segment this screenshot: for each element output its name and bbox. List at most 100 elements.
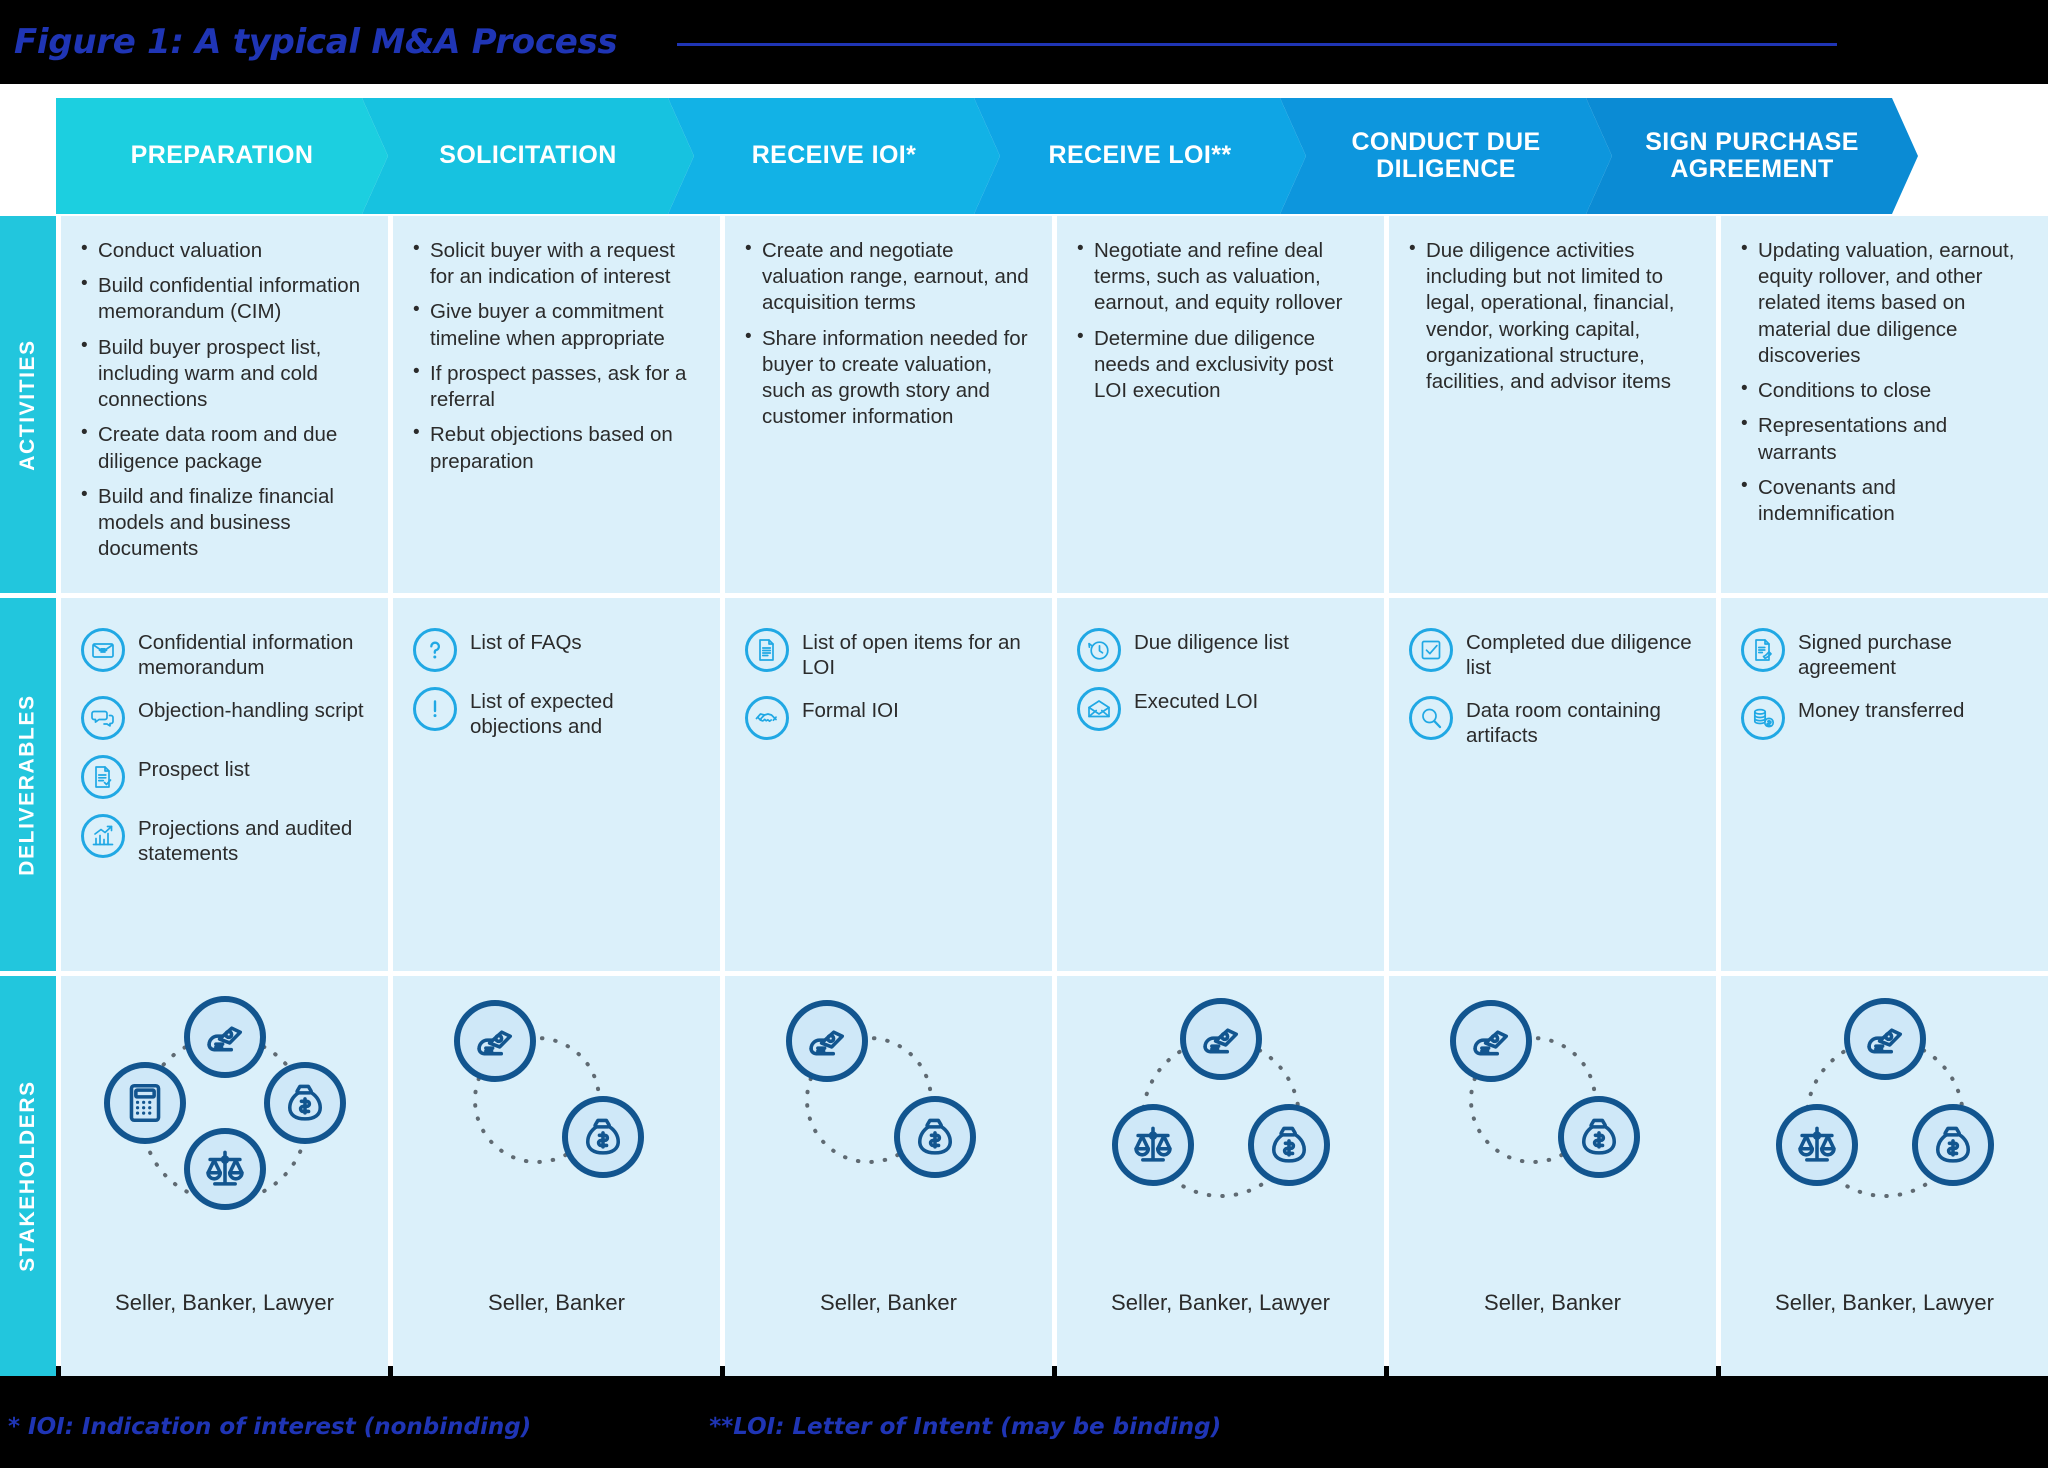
document-check-icon — [95, 765, 112, 788]
money-bag-icon — [1271, 1126, 1306, 1163]
cash-hand-icon — [453, 1000, 536, 1082]
phase-header-label: SOLICITATION — [439, 141, 617, 170]
coins-icon — [1741, 695, 1785, 740]
list-item: Representations and warrants — [1741, 412, 2028, 465]
stakeholder-icon-cluster — [100, 994, 350, 1210]
magnifier-icon — [1409, 695, 1453, 740]
exclamation-mark-icon — [433, 700, 437, 718]
process-grid: ACTIVITIESConduct valuationBuild confide… — [0, 216, 2048, 1376]
envelope-confidential-icon — [81, 628, 125, 672]
phase-header-label: SIGN PURCHASE AGREEMENT — [1645, 127, 1859, 183]
list-item: Objection-handling script — [81, 695, 368, 740]
phase-header-label: PREPARATION — [130, 141, 314, 170]
phase-header-4: RECEIVE LOI** — [974, 98, 1306, 214]
open-envelope-icon — [1088, 700, 1110, 718]
activities-cell-2: Solicit buyer with a request for an indi… — [393, 216, 720, 593]
cash-hand-icon — [785, 1000, 868, 1082]
deliverable-label: List of open items for an LOI — [802, 631, 1021, 680]
list-item: Conditions to close — [1741, 377, 2028, 404]
stakeholder-label: Seller, Banker, Lawyer — [1111, 1290, 1330, 1315]
list-item: Due diligence activities including but n… — [1409, 237, 1696, 395]
stakeholders-cell-3: Seller, Banker — [725, 976, 1052, 1376]
cash-hand-icon — [1843, 998, 1926, 1080]
money-bag-icon — [917, 1118, 952, 1155]
stakeholder-icon-cluster — [432, 994, 682, 1209]
signed-document-icon — [1741, 628, 1785, 672]
cash-hand-icon — [206, 1026, 242, 1052]
stakeholder-label: Seller, Banker — [820, 1290, 957, 1315]
list-item: Create data room and due diligence packa… — [81, 421, 368, 474]
stakeholder-icon-cluster — [1096, 994, 1346, 1209]
money-bag-icon — [585, 1118, 620, 1155]
calculator-icon — [103, 1062, 186, 1144]
cash-hand-icon — [1449, 1000, 1532, 1082]
footnotes: * IOI: Indication of interest (nonbindin… — [0, 1386, 2048, 1468]
list-item: Give buyer a commitment timeline when ap… — [413, 298, 700, 351]
deliverables-list: List of open items for an LOI Formal IOI — [745, 620, 1032, 740]
figure-title-row: Figure 1: A typical M&A Process — [0, 0, 2048, 84]
deliverable-label: Projections and audited statements — [138, 816, 353, 866]
document-lines-icon — [759, 639, 774, 661]
phase-header-3: RECEIVE IOI* — [668, 98, 1000, 214]
list-item: List of open items for an LOI — [745, 628, 1032, 681]
cash-hand-icon — [1866, 1028, 1902, 1054]
stakeholders-cell-1: Seller, Banker, Lawyer — [61, 976, 388, 1376]
deliverable-label: Confidential information memorandum — [138, 631, 354, 680]
phase-header-label: CONDUCT DUE DILIGENCE — [1351, 127, 1541, 183]
list-item: Conduct valuation — [81, 237, 368, 264]
money-bag-icon — [1557, 1096, 1640, 1178]
cash-hand-icon — [1202, 1028, 1238, 1054]
exclamation-mark-icon — [413, 687, 457, 731]
stakeholders-cell-6: Seller, Banker, Lawyer — [1721, 976, 2048, 1376]
money-bag-icon — [1935, 1126, 1970, 1163]
clock-arrow-icon — [1088, 641, 1109, 660]
list-item: Negotiate and refine deal terms, such as… — [1077, 237, 1364, 317]
list-item: Formal IOI — [745, 695, 1032, 740]
list-item: List of expected objections and — [413, 687, 700, 740]
list-item: Covenants and indemnification — [1741, 474, 2028, 527]
open-envelope-icon — [1077, 687, 1121, 731]
row-label-stakeholders: STAKEHOLDERS — [0, 976, 56, 1376]
row-label-stakeholders-text: STAKEHOLDERS — [16, 1080, 39, 1272]
stakeholders-cell-4: Seller, Banker, Lawyer — [1057, 976, 1384, 1376]
document-lines-icon — [745, 628, 789, 672]
deliverable-label: Signed purchase agreement — [1798, 631, 1952, 680]
phase-header-1: PREPARATION — [56, 98, 388, 214]
list-item: Updating valuation, earnout, equity roll… — [1741, 237, 2028, 369]
header-row-label-spacer — [0, 98, 56, 214]
list-item: Build confidential information memorandu… — [81, 272, 368, 325]
list-item: Rebut objections based on preparation — [413, 421, 700, 474]
title-rule — [677, 42, 1838, 46]
scales-icon — [1797, 1126, 1836, 1162]
phase-header-band: PREPARATION SOLICITATION RECEIVE IOI* RECEI… — [0, 98, 2048, 214]
scales-icon — [183, 1128, 266, 1210]
phase-header-label: RECEIVE LOI** — [1048, 141, 1232, 170]
deliverable-label: List of expected objections and — [470, 690, 614, 739]
deliverables-cell-2: List of FAQs List of expected objections… — [393, 598, 720, 971]
money-bag-icon — [1247, 1104, 1330, 1186]
list-item: Create and negotiate valuation range, ea… — [745, 237, 1032, 317]
list-item: If prospect passes, ask for a referral — [413, 360, 700, 413]
deliverables-list: Due diligence list Executed LOI — [1077, 620, 1364, 731]
list-item: Executed LOI — [1077, 687, 1364, 731]
list-item: Data room containing artifacts — [1409, 695, 1696, 749]
deliverable-label: Objection-handling script — [138, 698, 364, 722]
list-item: Confidential information memorandum — [81, 628, 368, 681]
dotted-connector — [1804, 1038, 1965, 1198]
phase-header-6: SIGN PURCHASE AGREEMENT — [1586, 98, 1918, 214]
cash-hand-icon — [1179, 998, 1262, 1080]
phase-header-5: CONDUCT DUE DILIGENCE — [1280, 98, 1612, 214]
money-bag-icon — [263, 1062, 346, 1144]
stakeholder-icon-cluster — [1760, 994, 2010, 1209]
stakeholder-label: Seller, Banker, Lawyer — [115, 1290, 334, 1315]
list-item: Prospect list — [81, 754, 368, 799]
list-item: Build buyer prospect list, including war… — [81, 334, 368, 414]
stakeholder-label: Seller, Banker — [488, 1290, 625, 1315]
activities-list: Create and negotiate valuation range, ea… — [745, 237, 1032, 431]
list-item: Share information needed for buyer to cr… — [745, 325, 1032, 431]
cash-hand-icon — [808, 1030, 844, 1056]
deliverable-label: Prospect list — [138, 757, 250, 781]
activities-list: Negotiate and refine deal terms, such as… — [1077, 237, 1364, 404]
cash-hand-icon — [1472, 1030, 1508, 1056]
